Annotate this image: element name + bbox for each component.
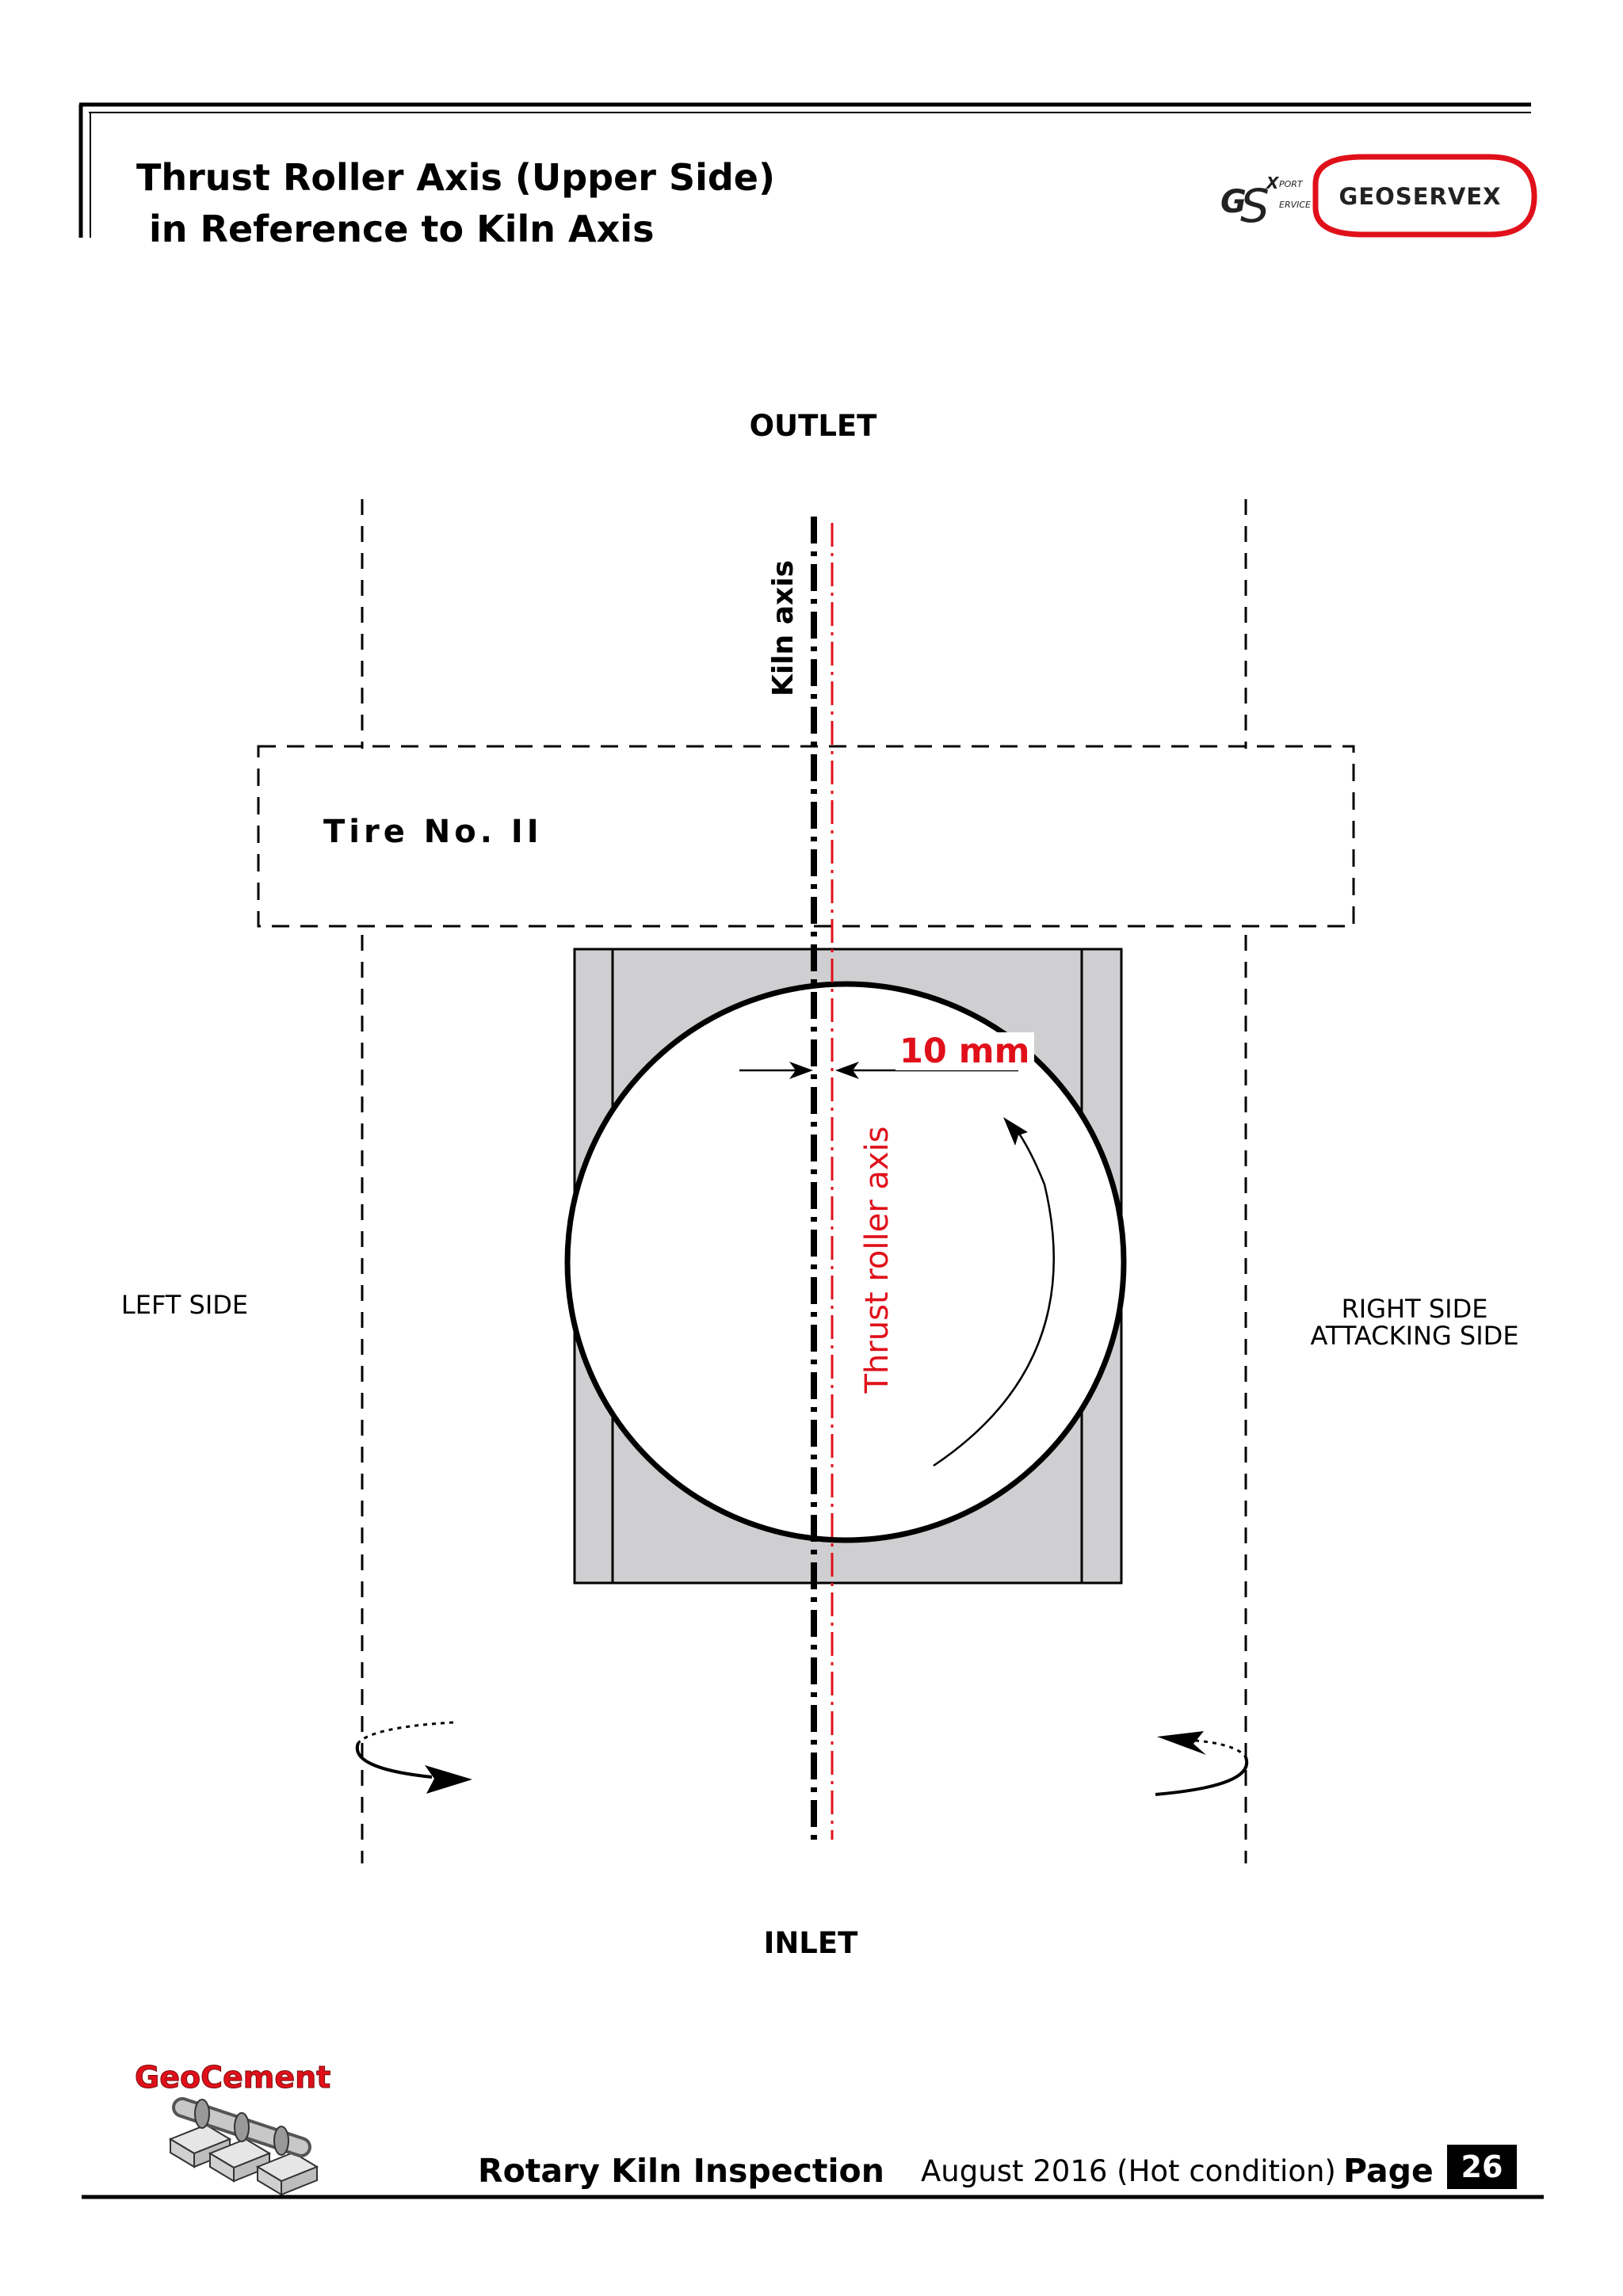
- page-title-line1: Thrust Roller Axis (Upper Side): [136, 156, 775, 199]
- page-title-line2: in Reference to Kiln Axis: [136, 208, 654, 250]
- outlet-label: OUTLET: [750, 409, 878, 443]
- logo-monogram: G: [1220, 184, 1247, 220]
- offset-dimension: 10 mm: [739, 1032, 1034, 1079]
- footer-report-title: Rotary Kiln Inspection: [478, 2152, 884, 2190]
- left-rotation-icon: [355, 1721, 472, 1794]
- footer-date: August 2016 (Hot condition): [921, 2154, 1336, 2188]
- header-frame: [78, 102, 1531, 238]
- logo-text: GEOSERVEX: [1339, 183, 1502, 210]
- roller-rotation-arrow-icon: [933, 1117, 1055, 1467]
- right-side-label-line2: ATTACKING SIDE: [1310, 1321, 1518, 1351]
- footer-brand: GeoCement: [135, 2060, 330, 2095]
- right-rotation-icon: [1155, 1731, 1249, 1796]
- tire-outline: [257, 745, 1355, 928]
- tire-label: Tire No. II: [323, 814, 543, 850]
- page-number-box: [1447, 2145, 1517, 2189]
- thrust-roller-axis-label: Thrust roller axis: [859, 1127, 896, 1394]
- right-side-label-line1: RIGHT SIDE: [1342, 1294, 1488, 1324]
- footer-page-label: Page: [1343, 2152, 1434, 2190]
- kiln-illustration-icon: [168, 2097, 319, 2196]
- footer-page-number: 26: [1461, 2149, 1503, 2184]
- kiln-axis-label: Kiln axis: [767, 560, 800, 696]
- svg-text:X: X: [1265, 174, 1280, 193]
- tire-circle: [564, 981, 1127, 1543]
- offset-value: 10 mm: [899, 1032, 1029, 1071]
- inlet-label: INLET: [764, 1926, 859, 1960]
- svg-text:S: S: [1240, 179, 1270, 233]
- left-side-label: LEFT SIDE: [121, 1290, 248, 1320]
- svg-text:PORT: PORT: [1279, 179, 1304, 189]
- svg-text:ERVICE: ERVICE: [1279, 200, 1311, 210]
- geoservex-logo: G S X PORT ERVICE GEOSERVEX: [1220, 154, 1537, 238]
